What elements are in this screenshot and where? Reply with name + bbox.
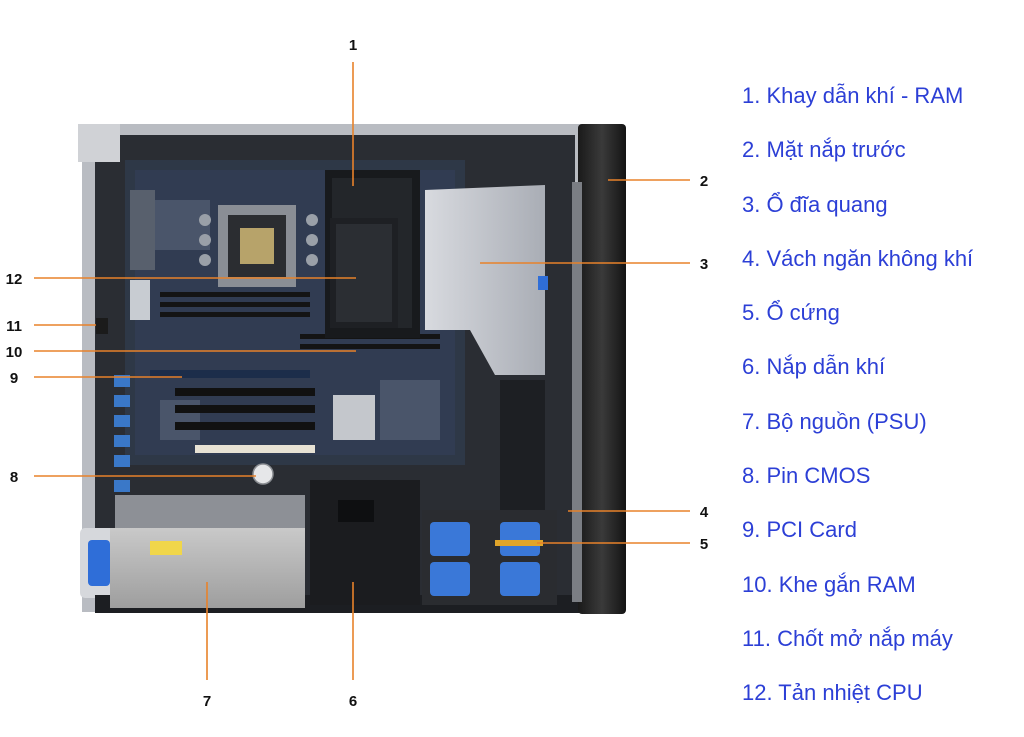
cmos-battery [252,463,274,485]
legend-item-10: 10. Khe gắn RAM [742,571,916,597]
legend-item-1: 1. Khay dẫn khí - RAM [742,83,964,108]
front-bezel [572,124,626,614]
legend-item-6: 6. Nắp dẫn khí [742,354,886,380]
callout-11: 11 [6,318,22,335]
hard-drive-cage [422,510,557,605]
callout-1: 1 [349,37,357,54]
callout-12: 12 [6,271,23,288]
pci-brackets [114,375,130,492]
chipset-heatsink [333,395,375,440]
callout-8: 8 [10,469,18,486]
legend-item-3: 3. Ổ đĩa quang [742,191,888,217]
legend-item-5: 5. Ổ cứng [742,300,840,326]
component-legend: 1. Khay dẫn khí - RAM 2. Mặt nắp trước 3… [742,78,1022,730]
optical-drive [425,185,548,375]
cpu-heatsink [330,218,398,328]
legend-item-7: 7. Bộ nguồn (PSU) [742,408,927,434]
air-baffle [500,380,545,520]
psu-air-duct [310,480,420,605]
legend-item-2: 2. Mặt nắp trước [742,137,906,163]
chassis-latch [96,318,108,334]
legend-item-12: 12. Tản nhiệt CPU [742,680,923,706]
callout-2: 2 [700,173,708,190]
callout-4: 4 [700,504,709,521]
legend-item-4: 4. Vách ngăn không khí [742,245,974,271]
callout-3: 3 [700,256,708,273]
callout-numbers: 1 2 3 4 5 6 7 8 9 10 11 12 [6,37,709,710]
callout-6: 6 [349,693,357,710]
callout-7: 7 [203,693,211,710]
pci-slots [150,370,315,453]
callout-5: 5 [700,536,708,553]
legend-item-9: 9. PCI Card [742,517,857,543]
legend-item-8: 8. Pin CMOS [742,463,871,489]
vrm-components [199,214,318,266]
callout-9: 9 [10,370,18,387]
callout-lines [34,62,690,680]
cpu-socket [218,205,296,287]
callout-10: 10 [6,344,23,361]
legend-item-11: 11. Chốt mở nắp máy [742,625,953,651]
